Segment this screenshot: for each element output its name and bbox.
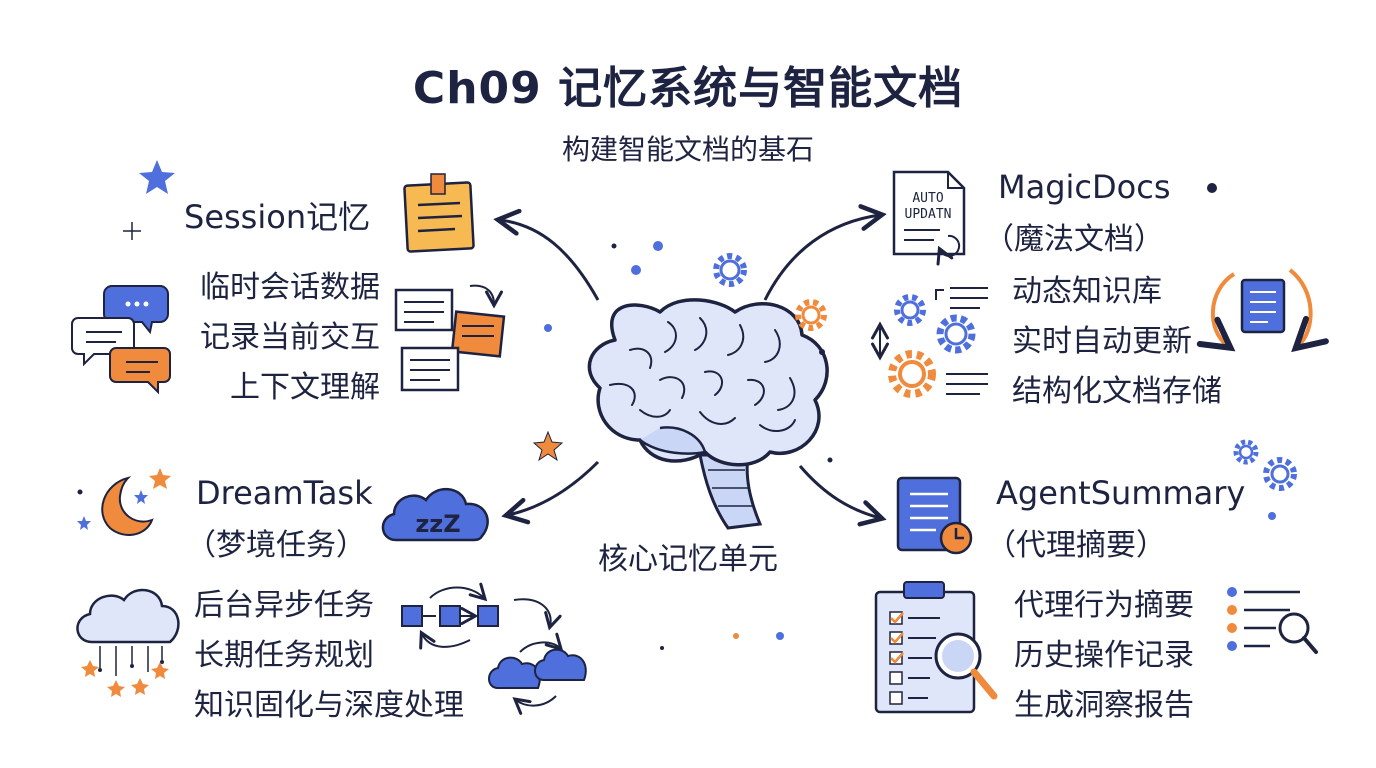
agentsummary-subheading: （代理摘要） — [986, 528, 1166, 563]
agentsummary-item-3: 生成洞察报告 — [1014, 688, 1194, 723]
magicdocs-heading: MagicDocs — [998, 168, 1171, 206]
moon-icon — [101, 476, 154, 536]
agentsummary-item-2: 历史操作记录 — [1014, 638, 1194, 673]
arrow-to-agentsummary — [798, 465, 880, 518]
session-item-1: 临时会话数据 — [200, 270, 380, 305]
session-heading: Session记忆 — [184, 198, 371, 236]
session-item-3: 上下文理解 — [230, 370, 380, 405]
dot-decoration — [77, 489, 83, 495]
dot-decoration — [660, 646, 664, 650]
session-item-2: 记录当前交互 — [200, 320, 380, 355]
cloud-sleep-text: zzZ — [415, 510, 460, 538]
dot-decoration — [1207, 183, 1217, 193]
dot-decoration — [827, 457, 833, 463]
chat-bubbles-icon — [71, 285, 171, 395]
gear-icon — [1233, 439, 1259, 465]
star-icon — [149, 468, 171, 489]
search-list-icon — [1227, 587, 1318, 654]
agentsummary-item-1: 代理行为摘要 — [1014, 588, 1194, 623]
dreamtask-subheading: （梦境任务） — [186, 528, 366, 563]
dot-decoration — [819, 349, 825, 355]
star-icon — [134, 490, 148, 504]
auto-update-doc-icon: AUTO UPDATN — [892, 170, 966, 256]
page-title: Ch09 记忆系统与智能文档 — [412, 63, 964, 114]
dot-decoration — [733, 633, 739, 639]
list-lines-icon — [935, 287, 988, 395]
dot-decoration — [776, 632, 784, 640]
brain-icon — [587, 298, 829, 530]
sparkle-icon — [123, 222, 141, 240]
dreamtask-heading: DreamTask — [196, 474, 373, 512]
magicdocs-subheading: （魔法文档） — [984, 222, 1164, 257]
star-icon — [532, 430, 564, 462]
refresh-doc-icon — [1213, 268, 1311, 346]
dot-decoration — [631, 265, 641, 275]
page-subtitle: 构建智能文档的基石 — [561, 133, 814, 166]
center-label: 核心记忆单元 — [598, 542, 778, 577]
star-icon — [77, 516, 91, 530]
arrow-to-dreamtask — [508, 460, 600, 515]
dot-decoration — [1268, 512, 1276, 520]
arrow-to-magicdocs — [763, 215, 880, 301]
gear-icon — [795, 299, 827, 331]
dot-decoration — [653, 241, 663, 251]
gear-cluster-icon — [880, 294, 976, 398]
doc-icon-text-1: AUTO — [912, 191, 943, 206]
arrow-to-session — [500, 220, 600, 301]
flow-blocks-icon — [401, 588, 551, 647]
star-icon — [139, 160, 175, 194]
gear-icon — [1263, 457, 1297, 491]
dreamtask-item-3: 知识固化与深度处理 — [194, 688, 464, 723]
clipboard-checklist-icon — [874, 581, 998, 714]
magicdocs-item-2: 实时自动更新 — [1012, 324, 1192, 359]
gear-icon — [713, 253, 747, 287]
dreamtask-item-1: 后台异步任务 — [194, 588, 374, 623]
dreamtask-item-2: 长期任务规划 — [194, 638, 374, 673]
sticky-note-icon — [403, 173, 475, 253]
magicdocs-item-1: 动态知识库 — [1012, 274, 1162, 309]
rain-cloud-icon — [76, 588, 180, 697]
agentsummary-heading: AgentSummary — [996, 474, 1246, 512]
magicdocs-item-3: 结构化文档存储 — [1012, 374, 1222, 409]
dot-decoration — [544, 324, 552, 332]
clouds-cycle-icon — [488, 642, 587, 705]
doc-icon-text-2: UPDATN — [905, 207, 952, 222]
sleep-cloud-icon: zzZ — [381, 488, 489, 542]
document-clock-icon — [896, 476, 973, 555]
dot-decoration — [611, 243, 617, 249]
notes-stack-icon — [394, 284, 506, 392]
